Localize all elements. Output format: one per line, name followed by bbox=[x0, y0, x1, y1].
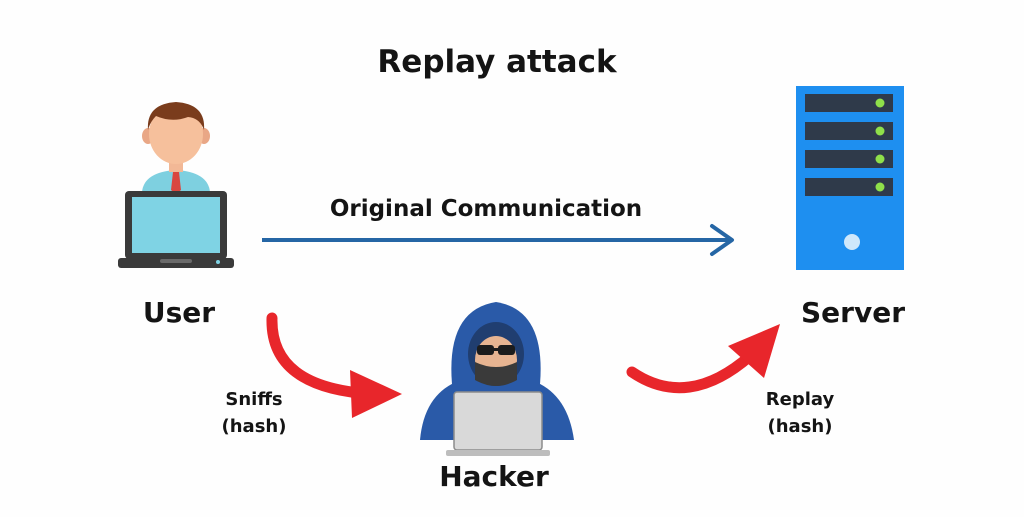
replay-arrow bbox=[626, 324, 780, 394]
hacker-icon bbox=[420, 302, 574, 456]
sniffs-label-line2: (hash) bbox=[221, 416, 287, 437]
sniffs-label: Sniffs (hash) bbox=[206, 386, 302, 440]
replay-label-line1: Replay bbox=[765, 389, 835, 410]
user-icon bbox=[118, 102, 234, 268]
replay-label: Replay (hash) bbox=[752, 386, 848, 440]
diagram-title: Replay attack bbox=[377, 44, 617, 80]
hacker-label: Hacker bbox=[439, 460, 549, 493]
sniffs-label-line1: Sniffs bbox=[225, 389, 283, 410]
server-icon bbox=[796, 86, 904, 270]
server-label: Server bbox=[800, 296, 905, 329]
sniffs-arrow bbox=[266, 312, 402, 418]
original-communication-label: Original Communication bbox=[329, 196, 643, 222]
user-label: User bbox=[142, 296, 216, 329]
replay-label-line2: (hash) bbox=[767, 416, 833, 437]
original-communication-arrow bbox=[262, 224, 734, 256]
